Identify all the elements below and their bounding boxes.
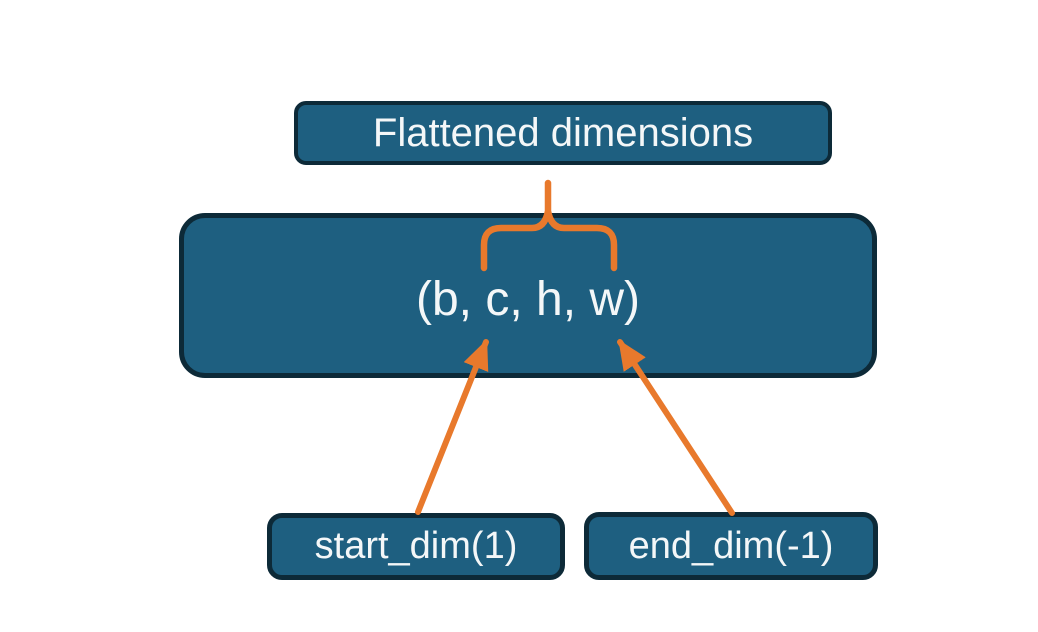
tensor-shape-box: (b, c, h, w) [179, 213, 877, 378]
tensor-shape-label: (b, c, h, w) [415, 272, 641, 326]
flattened-dimensions-label: Flattened dimensions [372, 110, 754, 155]
end-dim-label: end_dim(-1) [628, 524, 834, 567]
start-dim-label: start_dim(1) [314, 525, 518, 567]
end-dim-box: end_dim(-1) [584, 512, 878, 580]
flattened-dimensions-box: Flattened dimensions [294, 101, 832, 165]
start-dim-box: start_dim(1) [267, 513, 565, 580]
